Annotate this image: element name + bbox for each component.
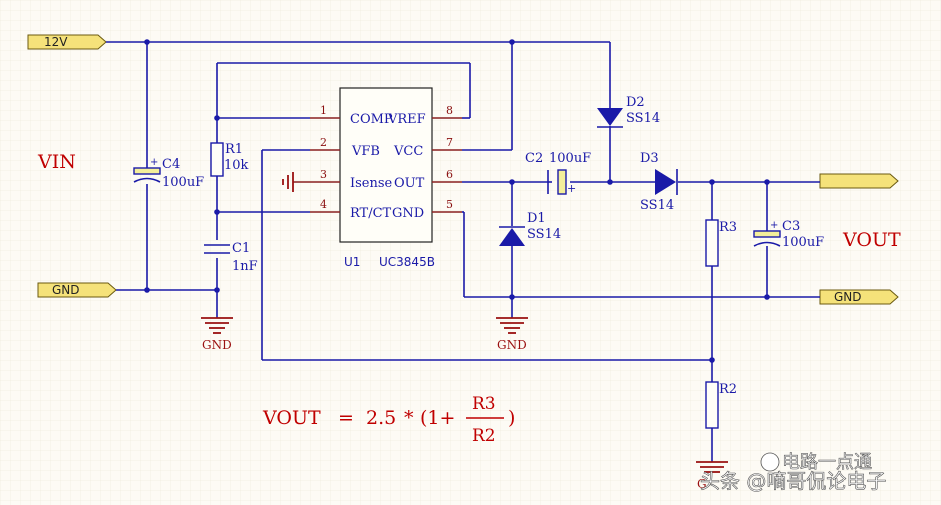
capacitor-c1: C1 1nF (204, 241, 258, 274)
pin-num-7: 7 (446, 136, 453, 149)
ic-ref: U1 (344, 255, 360, 269)
formula-denominator: R2 (472, 426, 496, 446)
c2-value: 100uF (549, 151, 591, 166)
d1-value: SS14 (527, 227, 561, 242)
c1-ref: C1 (232, 241, 250, 256)
diode-d1: D1 SS14 (499, 211, 561, 246)
d3-ref: D3 (640, 151, 659, 166)
c4-ref: C4 (162, 157, 180, 172)
watermark: 电路一点通 头条 @嘀哥侃论电子 (700, 452, 887, 494)
ground-symbol-2: GND (496, 317, 528, 352)
formula-coef: 2.5 (366, 407, 396, 429)
pin-num-2: 2 (320, 136, 327, 149)
d3-value: SS14 (640, 198, 674, 213)
ground-3-label: G (697, 477, 707, 491)
vin-label: VIN (37, 151, 76, 173)
formula-numerator: R3 (472, 394, 496, 414)
svg-text:+: + (567, 182, 576, 195)
d2-value: SS14 (626, 111, 660, 126)
diode-d2: D2 SS14 (597, 95, 660, 128)
pin-name-vfb: VFB (351, 144, 380, 159)
watermark-text: 头条 @嘀哥侃论电子 (700, 469, 886, 493)
watermark-logo-text: 电路一点通 (782, 452, 872, 473)
port-12v: 12V (27, 34, 107, 50)
pin-num-8: 8 (446, 104, 453, 117)
resistor-r1: R1 10k (210, 142, 249, 177)
r1-ref: R1 (225, 142, 243, 157)
c2-ref: C2 (525, 151, 543, 166)
pin-name-out: OUT (394, 176, 425, 191)
port-gnd-out: GND (819, 289, 899, 305)
r2-ref: R2 (719, 382, 737, 397)
formula-eq: = (338, 407, 354, 429)
port-12v-label: 12V (44, 35, 68, 49)
ic-uc3845b: 1 2 3 4 8 7 6 5 COMP VFB Isense RT/CT VR… (310, 87, 462, 269)
ground-symbol-1: GND (201, 317, 233, 352)
junctions (144, 39, 770, 363)
diode-d3: D3 SS14 (640, 151, 678, 213)
d1-ref: D1 (527, 211, 546, 226)
capacitor-c3: + C3 100uF (753, 219, 824, 250)
pin-name-gnd: GND (392, 206, 424, 221)
pin-name-rtct: RT/CT (350, 206, 392, 221)
ground-1-label: GND (202, 338, 232, 352)
formula-mul: * (404, 407, 414, 429)
port-gnd-out-label: GND (834, 290, 862, 304)
formula-lhs: VOUT (262, 407, 321, 429)
ground-2-label: GND (497, 338, 527, 352)
port-gnd-in: GND (37, 282, 117, 298)
resistor-r2: R2 (705, 381, 737, 429)
c3-ref: C3 (782, 219, 800, 234)
port-vout (819, 173, 899, 189)
capacitor-c4: + C4 100uF (133, 157, 204, 190)
pin-num-5: 5 (446, 198, 453, 211)
formula-close: ) (508, 407, 515, 429)
isense-ground-symbol (282, 172, 294, 192)
pin-num-4: 4 (320, 198, 327, 211)
c1-value: 1nF (232, 259, 258, 274)
vout-formula: VOUT = 2.5 * (1+ R3 R2 ) (262, 394, 515, 446)
vout-label: VOUT (842, 229, 901, 251)
formula-open: (1+ (420, 407, 455, 429)
r1-value: 10k (224, 158, 249, 173)
c4-value: 100uF (162, 175, 204, 190)
resistor-r3: R3 (705, 219, 737, 267)
ground-symbol-3: G (696, 461, 728, 491)
pin-num-6: 6 (446, 168, 453, 181)
pin-num-3: 3 (320, 168, 327, 181)
capacitor-c2: + C2 100uF (525, 151, 591, 195)
svg-text:+: + (770, 220, 778, 231)
c3-value: 100uF (782, 235, 824, 250)
ic-part: UC3845B (379, 255, 435, 269)
d2-ref: D2 (626, 95, 645, 110)
r3-ref: R3 (719, 220, 737, 235)
pin-name-isense: Isense (350, 176, 393, 191)
pin-name-vref: VREF (387, 112, 426, 127)
pin-name-comp: COMP (350, 112, 393, 127)
pin-num-1: 1 (320, 104, 327, 117)
pin-name-vcc: VCC (393, 144, 423, 159)
port-gnd-in-label: GND (52, 283, 80, 297)
watermark-logo-icon (760, 452, 780, 472)
svg-text:+: + (150, 157, 158, 168)
